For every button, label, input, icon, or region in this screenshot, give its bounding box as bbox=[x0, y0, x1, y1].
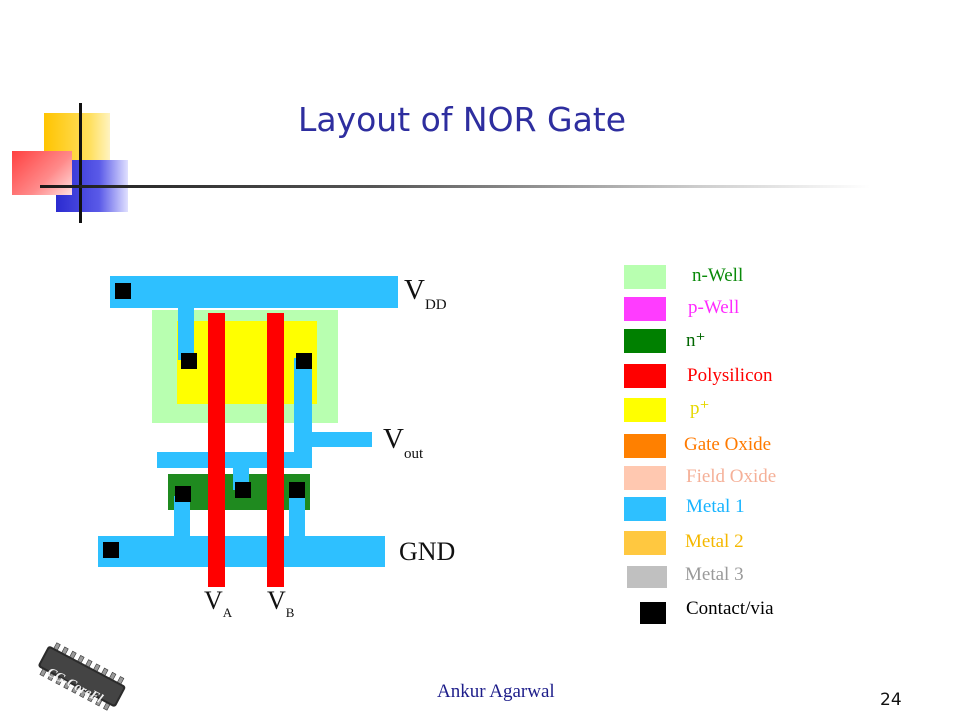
label-vb: VB bbox=[267, 586, 295, 620]
contact-gnd bbox=[103, 542, 119, 558]
p-plus-diffusion bbox=[177, 321, 317, 404]
gnd-drop-left bbox=[174, 496, 190, 540]
decor-vertical-line bbox=[79, 103, 82, 223]
contact-pmos-right bbox=[296, 353, 312, 369]
slide-title-text: Layout of NOR Gate bbox=[297, 100, 627, 139]
contact-vdd bbox=[115, 283, 131, 299]
contact-nmos-right bbox=[289, 482, 305, 498]
vdd-rail bbox=[110, 276, 398, 308]
contact-nmos-left bbox=[175, 486, 191, 502]
author-name: Ankur Agarwal bbox=[437, 681, 555, 702]
page-number: 24 bbox=[880, 690, 902, 710]
chip-logo-icon bbox=[38, 642, 126, 711]
chip-logo: CG-CoreEl bbox=[30, 640, 140, 715]
label-va: VA bbox=[204, 586, 233, 620]
label-vout: Vout bbox=[383, 423, 424, 462]
contact-nmos-middle bbox=[235, 482, 251, 498]
label-gnd: GND bbox=[399, 537, 455, 566]
gnd-drop-right bbox=[289, 496, 305, 540]
poly-gate-a bbox=[208, 313, 225, 587]
poly-gate-b bbox=[267, 313, 284, 587]
vdd-drop bbox=[178, 300, 194, 360]
slide-title: Layout of NOR Gate bbox=[0, 100, 924, 139]
label-vdd: VDD bbox=[404, 274, 447, 313]
title-divider bbox=[40, 185, 870, 188]
vout-stub bbox=[294, 432, 372, 447]
gnd-rail bbox=[98, 536, 385, 567]
contact-pmos-left bbox=[181, 353, 197, 369]
